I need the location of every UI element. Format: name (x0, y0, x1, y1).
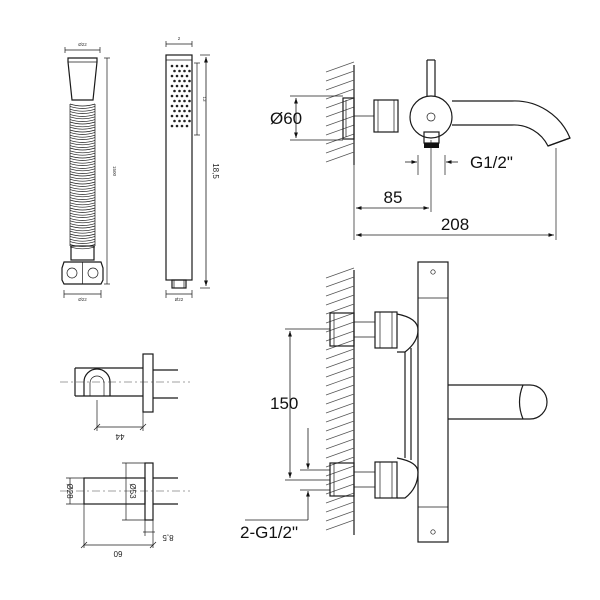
holder-width-dim: 44 (115, 432, 124, 441)
outlet-depth-dim: 60 (113, 549, 122, 558)
hose-coils (69, 103, 96, 250)
head-top-dim: 2 (178, 36, 181, 41)
plate-diameter-dim: Ø53 (128, 483, 137, 499)
wall-holder: 44 (60, 353, 190, 441)
total-projection-dim: 208 (441, 215, 469, 234)
wall-hatch-bottom (325, 267, 355, 531)
rosette-diameter-dim: Ø60 (270, 109, 302, 128)
center-distance-dim: 85 (384, 188, 403, 207)
outlet-thread-dim: G1/2" (470, 153, 513, 172)
inlet-thread-dim: 2-G1/2" (240, 523, 298, 542)
outlet-diameter-dim: Ø28 (65, 483, 74, 499)
head-bottom-dim: Ø22 (175, 297, 184, 302)
head-length-dim: 18,5 (211, 163, 220, 179)
wall-outlet: Ø28 Ø53 60 8,5 (60, 462, 190, 558)
wall-hatch-top (325, 61, 355, 163)
inlet-spacing-dim: 150 (270, 394, 298, 413)
thermostatic-mixer: 150 2-G1/2" (240, 261, 548, 543)
hose-top-dim: Ø22 (78, 42, 87, 47)
nozzle-grid (170, 64, 191, 128)
plate-thickness-dim: 8,5 (162, 533, 174, 542)
hand-shower: 2 13 18,5 Ø22 (165, 36, 220, 302)
shower-hose: Ø22 1500 Ø22 (61, 42, 117, 302)
hose-bottom-dim: Ø22 (78, 297, 87, 302)
hose-length-dim: 1500 (112, 166, 117, 177)
bath-spout: G1/2" Ø60 85 208 (270, 59, 571, 240)
